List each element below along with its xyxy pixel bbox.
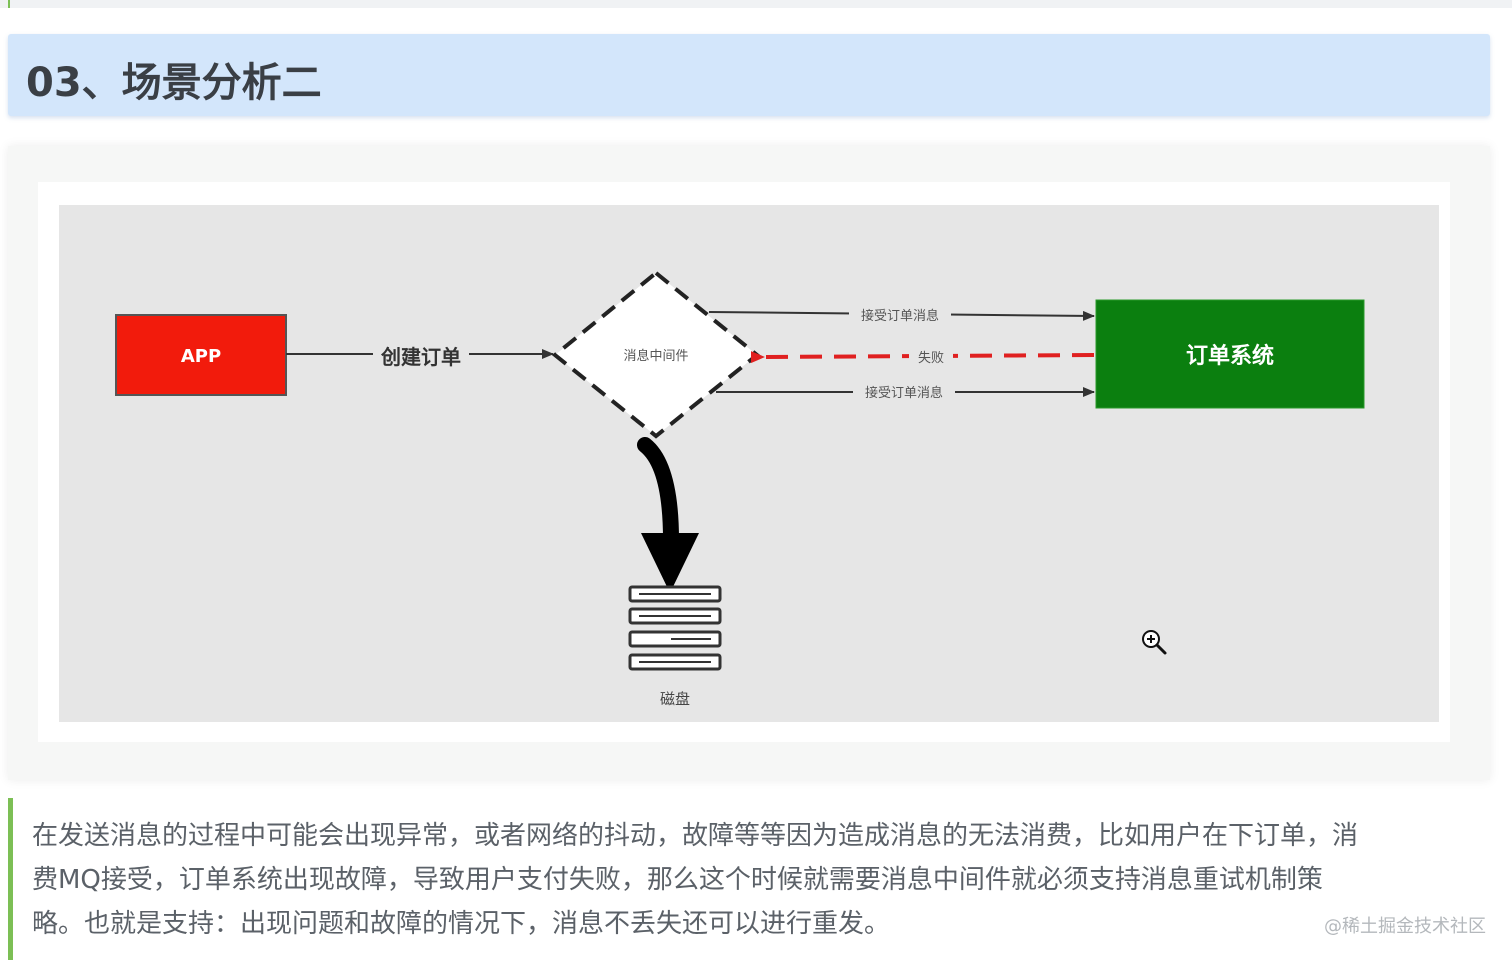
diagram-canvas: APP 创建订单 消息中间件 订单系统 接受订单消息 失败 接受订单消息	[59, 205, 1439, 722]
paragraph-line-3: 略。也就是支持：出现问题和故障的情况下，消息不丢失还可以进行重发。	[32, 909, 891, 939]
order-system-node	[1095, 299, 1365, 409]
message-middleware-node	[551, 270, 761, 439]
paragraph-line-1: 在发送消息的过程中可能会出现异常，或者网络的抖动，故障等等因为造成消息的无法消费…	[32, 821, 1359, 851]
watermark: @稀土掘金技术社区	[1324, 916, 1486, 937]
create-order-label: 创建订单	[380, 345, 461, 369]
section-title: 03、场景分析二	[26, 60, 322, 106]
failure-arrow	[750, 351, 1095, 364]
paragraph-accent-bar	[8, 798, 13, 960]
app-label: APP	[181, 346, 221, 367]
persist-arrow-shaft	[637, 437, 679, 548]
receive-top-label: 接受订单消息	[861, 308, 939, 324]
zoom-in-icon[interactable]	[1142, 630, 1167, 655]
section-heading-band	[8, 34, 1490, 116]
paragraph-line-2: 费MQ接受，订单系统出现故障，导致用户支付失败，那么这个时候就需要消息中间件就必…	[32, 865, 1323, 895]
disk-icon	[628, 585, 722, 671]
create-order-label-bg	[373, 341, 469, 369]
receive-bottom-label: 接受订单消息	[865, 385, 943, 401]
failure-label-bg	[909, 347, 953, 367]
persist-arrow-head	[641, 533, 699, 593]
receive-top-label-bg	[849, 305, 951, 325]
top-divider	[0, 0, 1512, 8]
order-system-label: 订单系统	[1186, 343, 1274, 369]
message-retry-diagram: APP 创建订单 消息中间件 订单系统 接受订单消息 失败 接受订单消息	[115, 270, 1365, 708]
description-paragraph: 在发送消息的过程中可能会出现异常，或者网络的抖动，故障等等因为造成消息的无法消费…	[32, 814, 1472, 946]
receive-bottom-label-bg	[853, 382, 955, 402]
disk-label: 磁盘	[660, 690, 690, 708]
failure-label: 失败	[918, 351, 944, 366]
middleware-label: 消息中间件	[623, 348, 688, 364]
